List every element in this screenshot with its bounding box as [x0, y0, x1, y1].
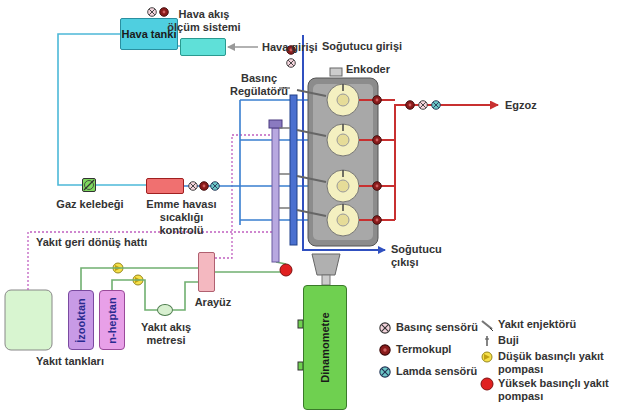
legend-symbol: [378, 343, 392, 357]
dynamometer: Dinamometre: [303, 285, 347, 410]
line-label: Yakıt geri dönüş hattı: [36, 236, 147, 249]
pipe-connector: [96, 184, 146, 186]
node-label: n-heptan: [106, 297, 119, 343]
pipe-connector: [58, 34, 120, 185]
inlet-label: Soğutucu girişi: [322, 40, 402, 53]
node-label: Dinamometre: [319, 312, 332, 382]
legend-symbol: [480, 318, 494, 332]
valve-symbol: [83, 179, 95, 191]
throttle-valve: Gaz kelebeği: [82, 178, 96, 192]
legend-symbol: [480, 334, 494, 348]
part-label: Enkoder: [346, 63, 390, 76]
legend-symbol: [480, 377, 494, 391]
legend-text: Lamda sensörü: [396, 365, 484, 378]
legend-text: Termokupl: [396, 343, 484, 356]
node-label: Yakıt akış metresi: [133, 321, 199, 347]
outlet-label: Egzoz: [505, 99, 537, 112]
legend-text: Basınç sensörü: [396, 321, 484, 334]
fuel-tank: n-heptan: [99, 290, 125, 350]
group-label: Yakıt tankları: [10, 355, 130, 368]
node-label: Hava akış ölçüm sistemi: [167, 8, 241, 34]
legend-text: Yüksek basınçlı yakıt pompası: [498, 377, 616, 403]
intake-air-heater: Emme havası sıcaklığı kontrolü: [146, 178, 184, 194]
legend-symbol: [480, 350, 494, 364]
node-label: Arayüz: [192, 296, 234, 309]
air-flow-meter: Hava akış ölçüm sistemi: [180, 38, 226, 56]
node-label: Gaz kelebeği: [50, 198, 130, 211]
node-label: Emme havası sıcaklığı kontrolü: [139, 198, 224, 237]
legend-text: Düşük basınçlı yakıt pompası: [498, 350, 616, 376]
legend-symbol: [378, 365, 392, 379]
legend-symbol: [378, 321, 392, 335]
inlet-label: Hava girişi: [262, 41, 318, 54]
fuel-flow-meter: Yakıt akış metresi: [157, 304, 173, 316]
fuel-tank: İzooktan: [68, 290, 94, 350]
pipe-connector: [81, 268, 198, 290]
part-label: Basınç Regülatörü: [226, 72, 292, 98]
legend-text: Yakıt enjektörü: [498, 318, 616, 331]
interface-box: Arayüz: [198, 252, 215, 292]
pipe-connector: [173, 282, 198, 310]
node-label: İzooktan: [75, 298, 88, 343]
outlet-label: Soğutucu çıkışı: [391, 243, 447, 269]
legend-text: Buji: [498, 334, 616, 347]
